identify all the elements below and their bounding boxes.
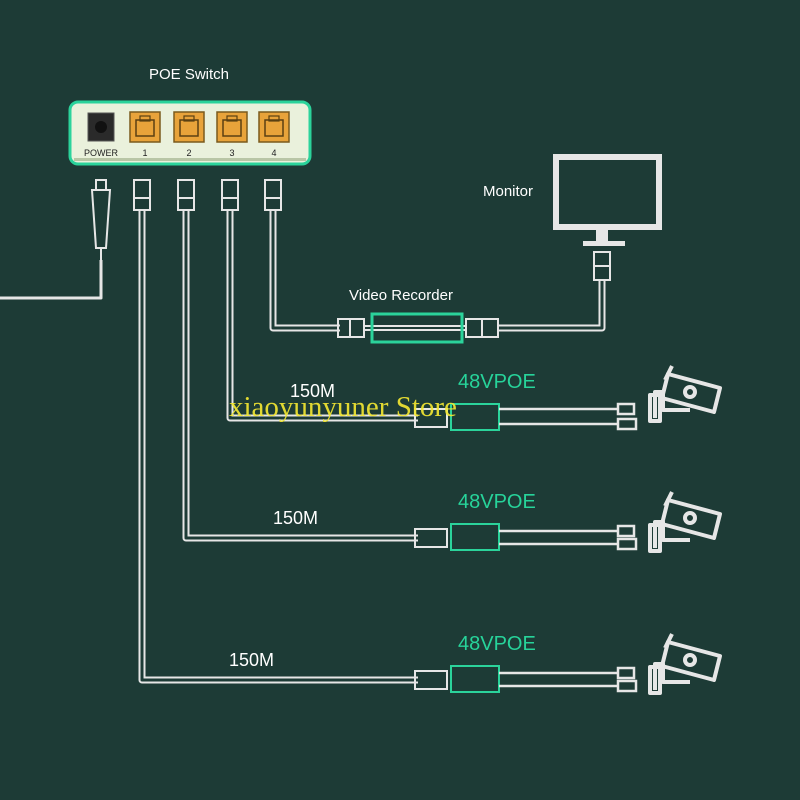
rj45-jack-icon <box>616 417 638 431</box>
rj45-jack-icon <box>616 679 638 693</box>
power-jack-icon <box>87 112 115 142</box>
rj45-plug-icon <box>414 408 448 428</box>
recorder-label: Video Recorder <box>349 287 453 304</box>
video-recorder: Video Recorder <box>337 287 499 344</box>
monitor: Monitor <box>483 154 662 281</box>
cable-port-1 <box>138 210 418 684</box>
cable-port-4 <box>269 210 340 332</box>
cable-port-3 <box>226 210 418 422</box>
recorder-box <box>370 312 464 344</box>
rj45-socket-icon <box>135 119 155 137</box>
port-number: 3 <box>229 148 234 158</box>
cable-recorder-monitor <box>498 280 606 332</box>
poe-injector-box <box>450 523 500 551</box>
poe-injector-label: 48VPOE <box>458 491 536 513</box>
cctv-camera-icon <box>648 491 722 553</box>
rj45-plug-icon <box>177 179 195 211</box>
power-label: POWER <box>84 148 119 158</box>
camera-link-3: 150M 48VPOE <box>229 633 722 695</box>
poe-switch: POE Switch POWER 1 2 3 <box>68 66 312 166</box>
power-cable <box>0 260 103 300</box>
rj45-plug-icon <box>414 670 448 690</box>
rj45-socket-icon <box>222 119 242 137</box>
rj45-plug-icon <box>593 251 611 281</box>
rj45-plug-icon <box>465 318 499 338</box>
cctv-camera-icon <box>648 365 722 423</box>
link-speed: 150M <box>273 508 318 528</box>
cable-port-2 <box>182 210 418 542</box>
monitor-icon <box>553 154 662 246</box>
cables <box>0 210 606 684</box>
port-number: 4 <box>271 148 276 158</box>
link-speed: 150M <box>229 650 274 670</box>
port-number: 2 <box>186 148 191 158</box>
camera-leads <box>499 524 638 551</box>
rj45-plugs-switch <box>133 179 282 211</box>
camera-leads <box>499 666 638 693</box>
power-plug-icon <box>90 179 112 262</box>
poe-injector-label: 48VPOE <box>458 633 536 655</box>
rj45-plug-icon <box>221 179 239 211</box>
rj45-socket-icon <box>264 119 284 137</box>
power-jack-hole <box>95 121 107 133</box>
switch-port-3: 3 <box>216 111 248 158</box>
store-watermark: xiaoyunyuner Store <box>229 391 457 423</box>
dc-plug-icon <box>616 666 636 680</box>
rj45-plug-icon <box>337 318 365 338</box>
dc-plug-icon <box>616 524 636 538</box>
rj45-plug-icon <box>133 179 151 211</box>
poe-injector-label: 48VPOE <box>458 371 536 393</box>
link-speed: 150M <box>290 381 335 401</box>
switch-shadow <box>74 158 306 161</box>
rj45-plug-icon <box>414 528 448 548</box>
switch-port-4: 4 <box>258 111 290 158</box>
poe-injector-box <box>450 403 500 431</box>
switch-title: POE Switch <box>149 66 229 83</box>
camera-link-2: 150M 48VPOE <box>273 491 722 553</box>
camera-leads <box>499 402 638 431</box>
rj45-socket-icon <box>179 119 199 137</box>
camera-link-1: 150M 48VPOE <box>290 365 722 431</box>
switch-port-1: 1 <box>129 111 161 158</box>
dc-plug-icon <box>616 402 636 416</box>
rj45-jack-icon <box>616 537 638 551</box>
rj45-plug-icon <box>264 179 282 211</box>
port-number: 1 <box>142 148 147 158</box>
monitor-label: Monitor <box>483 183 533 200</box>
poe-injector-box <box>450 665 500 693</box>
switch-port-2: 2 <box>173 111 205 158</box>
cctv-camera-icon <box>648 633 722 695</box>
